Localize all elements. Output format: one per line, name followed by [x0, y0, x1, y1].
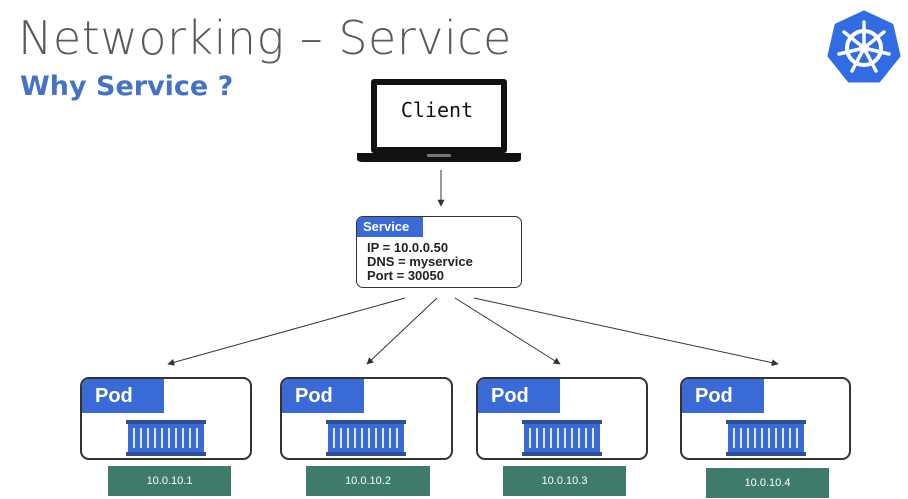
pod-tab: Pod	[682, 379, 764, 413]
pod-box: Pod	[476, 377, 648, 460]
page-subtitle: Why Service ?	[20, 71, 234, 102]
kubernetes-logo-icon	[827, 10, 901, 83]
pod-box: Pod	[680, 377, 851, 460]
container-icon	[326, 420, 406, 456]
service-to-pod4-arrow	[473, 297, 779, 367]
pod-ip-label: 10.0.10.3	[503, 466, 626, 496]
service-to-pod1-arrow	[167, 297, 406, 366]
service-to-pod2-arrow	[366, 297, 438, 365]
page-title: Networking – Service	[18, 11, 512, 65]
pod-ip-label: 10.0.10.1	[108, 466, 231, 496]
pod-box: Pod	[80, 377, 252, 460]
service-tab: Service	[357, 217, 423, 237]
service-port: Port = 30050	[367, 268, 444, 283]
container-icon	[726, 420, 806, 456]
pod-tab: Pod	[282, 379, 364, 413]
service-dns: DNS = myservice	[367, 254, 473, 269]
pod-ip-label: 10.0.10.2	[306, 466, 430, 496]
container-icon	[522, 420, 602, 456]
pod-tab: Pod	[478, 379, 560, 413]
client-label: Client	[400, 98, 474, 122]
service-ip: IP = 10.0.0.50	[367, 240, 449, 255]
pod-box: Pod	[280, 377, 453, 460]
pod-tab: Pod	[82, 379, 164, 413]
pod-ip-label: 10.0.10.4	[706, 468, 829, 498]
service-box: Service IP = 10.0.0.50 DNS = myservice P…	[356, 216, 522, 288]
service-to-pod3-arrow	[454, 297, 561, 365]
container-icon	[126, 420, 206, 456]
laptop-icon	[357, 79, 521, 162]
